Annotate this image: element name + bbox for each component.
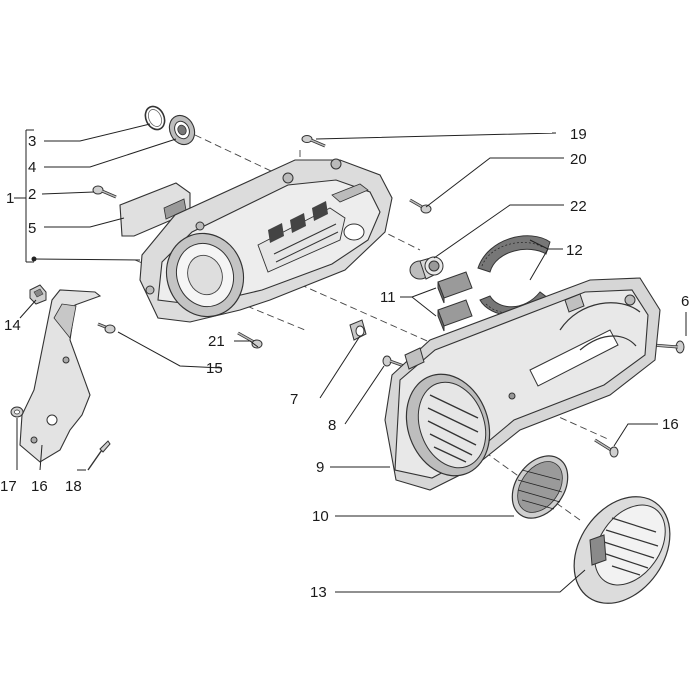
label-part-17: 17 [0,478,17,495]
right-transmission-cover [384,277,661,491]
label-part-19: 19 [570,126,587,143]
label-part-10: 10 [312,508,329,525]
label-part-20: 20 [570,151,587,168]
label-part-21: 21 [208,333,225,350]
screw-part-15 [97,322,116,334]
leader-lines [16,123,687,593]
screw-part-19 [301,135,326,148]
screw-part-2 [92,185,117,199]
washer-part-17 [10,406,24,418]
label-part-4: 4 [28,159,36,176]
part-labels: 1 2 3 4 5 6 7 8 9 10 11 12 13 14 15 16 1… [0,126,689,601]
pin-part-18 [87,440,111,471]
label-part-1: 1 [6,190,14,207]
label-part-14: 14 [4,317,21,334]
screw-part-8 [382,355,405,368]
label-part-3: 3 [28,133,36,150]
label-part-9: 9 [316,459,324,476]
grille-cover-part-13 [573,496,671,604]
label-part-5: 5 [28,220,36,237]
label-part-13: 13 [310,584,327,601]
circlip-part [144,105,166,131]
screw-part-20 [409,198,432,214]
filter-part-10 [511,455,569,519]
label-part-7: 7 [290,391,298,408]
label-part-22: 22 [570,198,587,215]
label-part-11: 11 [380,289,396,306]
left-transmission-cover [139,158,393,323]
label-part-16-right: 16 [662,416,679,433]
clip-part-7 [349,319,367,341]
label-part-8: 8 [328,417,336,434]
label-part-15: 15 [206,360,223,377]
screw-part-21 [237,331,263,349]
nut-part-14 [29,284,47,305]
label-part-12: 12 [566,242,583,259]
sliders-part-11 [437,271,473,332]
label-part-16-left: 16 [31,478,48,495]
label-part-2: 2 [28,186,36,203]
label-part-6: 6 [681,293,689,310]
screw-part-16-right [594,438,619,458]
bracket-part-16-left [19,289,102,463]
label-part-18: 18 [65,478,82,495]
bearing-part [168,114,196,146]
bushing-part-22 [409,256,444,280]
